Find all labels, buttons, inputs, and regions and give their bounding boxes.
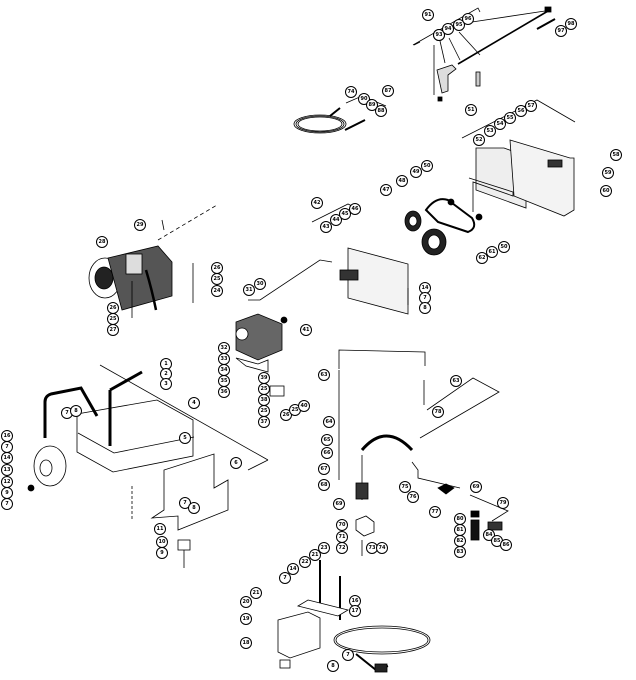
- callout-part-53[interactable]: 53: [484, 125, 496, 137]
- callout-part-21[interactable]: 21: [309, 549, 321, 561]
- callout-part-45[interactable]: 45: [339, 208, 351, 220]
- callout-part-57[interactable]: 57: [525, 100, 537, 112]
- callout-part-30[interactable]: 30: [254, 278, 266, 290]
- callout-part-41[interactable]: 41: [300, 324, 312, 336]
- callout-part-14[interactable]: 14: [287, 563, 299, 575]
- plumbing-assembly: [338, 349, 509, 556]
- callout-part-60[interactable]: 60: [600, 185, 612, 197]
- callout-part-64[interactable]: 64: [323, 416, 335, 428]
- frame-and-wheels: [27, 364, 269, 520]
- callout-part-37[interactable]: 37: [258, 416, 270, 428]
- callout-part-52[interactable]: 52: [473, 134, 485, 146]
- electrical-box-assembly: [277, 560, 431, 673]
- callout-part-21[interactable]: 21: [250, 587, 262, 599]
- callout-part-42[interactable]: 42: [311, 197, 323, 209]
- callout-part-63[interactable]: 63: [318, 369, 330, 381]
- callout-part-3[interactable]: 3: [160, 378, 172, 390]
- callout-part-1[interactable]: 1: [160, 358, 172, 370]
- spray-gun-wand-assembly: [412, 6, 556, 102]
- callout-part-26[interactable]: 26: [107, 302, 119, 314]
- callout-part-25[interactable]: 25: [258, 383, 270, 395]
- callout-part-7[interactable]: 7: [279, 572, 291, 584]
- callout-part-94[interactable]: 94: [442, 23, 454, 35]
- callout-part-17[interactable]: 17: [349, 605, 361, 617]
- callout-part-91[interactable]: 91: [422, 9, 434, 21]
- callout-part-67[interactable]: 67: [318, 463, 330, 475]
- callout-part-9[interactable]: 9: [156, 547, 168, 559]
- callout-part-74[interactable]: 74: [345, 86, 357, 98]
- callout-part-72[interactable]: 72: [336, 542, 348, 554]
- callout-part-76[interactable]: 76: [407, 491, 419, 503]
- callout-part-36[interactable]: 36: [218, 386, 230, 398]
- belt-guard-assembly: [461, 99, 576, 217]
- callout-part-31[interactable]: 31: [243, 284, 255, 296]
- callout-part-77[interactable]: 77: [429, 506, 441, 518]
- high-pressure-hose-coil: [293, 95, 387, 134]
- callout-part-8[interactable]: 8: [188, 502, 200, 514]
- callout-part-50[interactable]: 50: [421, 160, 433, 172]
- callout-part-54[interactable]: 54: [494, 118, 506, 130]
- callout-part-7[interactable]: 7: [419, 292, 431, 304]
- callout-part-63[interactable]: 63: [450, 375, 462, 387]
- callout-part-59[interactable]: 59: [602, 167, 614, 179]
- callout-part-18[interactable]: 18: [240, 637, 252, 649]
- electric-motor: [88, 204, 218, 318]
- callout-part-23[interactable]: 23: [318, 542, 330, 554]
- callout-part-65[interactable]: 65: [321, 434, 333, 446]
- pulley-belt-assembly: [404, 198, 483, 256]
- callout-part-55[interactable]: 55: [504, 112, 516, 124]
- callout-part-40[interactable]: 40: [298, 400, 310, 412]
- callout-part-51[interactable]: 51: [465, 104, 477, 116]
- callout-part-66[interactable]: 66: [321, 447, 333, 459]
- callout-part-6[interactable]: 6: [230, 457, 242, 469]
- callout-part-69[interactable]: 69: [333, 498, 345, 510]
- callout-part-7[interactable]: 7: [342, 649, 354, 661]
- callout-part-88[interactable]: 88: [375, 105, 387, 117]
- callout-part-86[interactable]: 86: [500, 539, 512, 551]
- callout-part-68[interactable]: 68: [318, 479, 330, 491]
- callout-part-74[interactable]: 74: [376, 542, 388, 554]
- callout-part-83[interactable]: 83: [454, 546, 466, 558]
- callout-part-97[interactable]: 97: [555, 25, 567, 37]
- callout-part-96[interactable]: 96: [462, 13, 474, 25]
- callout-part-38[interactable]: 38: [258, 394, 270, 406]
- callout-part-7[interactable]: 7: [1, 498, 13, 510]
- callout-part-14[interactable]: 14: [1, 452, 13, 464]
- callout-part-28[interactable]: 28: [96, 236, 108, 248]
- callout-part-29[interactable]: 29: [134, 219, 146, 231]
- callout-part-50[interactable]: 50: [498, 241, 510, 253]
- callout-part-13[interactable]: 13: [1, 464, 13, 476]
- callout-part-24[interactable]: 24: [211, 285, 223, 297]
- callout-part-98[interactable]: 98: [565, 18, 577, 30]
- callout-part-11[interactable]: 11: [154, 523, 166, 535]
- callout-part-22[interactable]: 22: [299, 556, 311, 568]
- callout-part-69[interactable]: 69: [470, 481, 482, 493]
- callout-part-20[interactable]: 20: [240, 596, 252, 608]
- callout-part-8[interactable]: 8: [419, 302, 431, 314]
- pump: [235, 259, 333, 397]
- callout-part-5[interactable]: 5: [179, 432, 191, 444]
- callout-part-8[interactable]: 8: [70, 405, 82, 417]
- callout-part-56[interactable]: 56: [515, 105, 527, 117]
- callout-part-79[interactable]: 79: [497, 497, 509, 509]
- callout-part-4[interactable]: 4: [188, 397, 200, 409]
- callout-part-19[interactable]: 19: [240, 613, 252, 625]
- callout-part-61[interactable]: 61: [486, 246, 498, 258]
- callout-part-49[interactable]: 49: [410, 166, 422, 178]
- callout-part-78[interactable]: 78: [432, 406, 444, 418]
- callout-part-47[interactable]: 47: [380, 184, 392, 196]
- callout-part-25[interactable]: 25: [211, 273, 223, 285]
- callout-part-27[interactable]: 27: [107, 324, 119, 336]
- hose-cradle-bracket: [150, 453, 229, 568]
- callout-part-8[interactable]: 8: [327, 660, 339, 672]
- callout-part-75[interactable]: 75: [399, 481, 411, 493]
- callout-part-46[interactable]: 46: [349, 203, 361, 215]
- callout-part-87[interactable]: 87: [382, 85, 394, 97]
- callout-part-70[interactable]: 70: [336, 519, 348, 531]
- callout-part-43[interactable]: 43: [320, 221, 332, 233]
- callout-part-58[interactable]: 58: [610, 149, 622, 161]
- pump-mounting-bracket: [311, 203, 409, 315]
- callout-part-62[interactable]: 62: [476, 252, 488, 264]
- callout-part-48[interactable]: 48: [396, 175, 408, 187]
